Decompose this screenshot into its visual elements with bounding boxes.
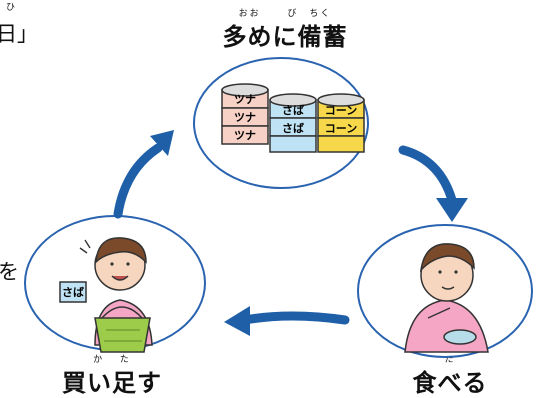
eat-furigana: た [444, 355, 456, 365]
buy-title: 買い足す [62, 369, 162, 397]
saba-label-2: さば [282, 121, 304, 135]
eat-title: 食べる [412, 369, 488, 397]
left-fragment-top-text: 日」 [0, 22, 38, 46]
stockpile-furigana: おお び ちく [238, 9, 332, 19]
arrow-buy-to-stock [113, 130, 174, 219]
tuna-can-stack: ツナ ツナ ツナ [221, 83, 269, 145]
buy-label: か た 買い足す [52, 352, 172, 398]
left-fragment-furigana: ひ [6, 3, 16, 13]
arrow-stock-to-eat [398, 145, 468, 222]
eating-person-illustration [404, 243, 489, 353]
saba-can-stack: さば さば [269, 93, 317, 153]
left-fragment-mid-text: を [0, 260, 19, 284]
eat-label: た 食べる [400, 352, 500, 398]
stockpile-label: おお び ちく 多めに備蓄 [210, 6, 360, 52]
buy-furigana: か た [93, 355, 131, 365]
corn-can-stack: コーン コーン [317, 93, 365, 153]
tuna-label-1: ツナ [234, 93, 256, 106]
held-can-label: さば [62, 285, 84, 299]
corn-label-1: コーン [325, 104, 357, 117]
arrow-eat-to-buy [224, 306, 350, 336]
shopping-person-illustration: さば [59, 237, 153, 353]
tuna-label-2: ツナ [234, 111, 256, 124]
cans-illustration: ツナ ツナ ツナ さば さば コーン コーン [221, 83, 365, 153]
tuna-label-3: ツナ [234, 129, 256, 142]
stockpile-title: 多めに備蓄 [222, 23, 348, 51]
corn-label-2: コーン [325, 122, 357, 135]
saba-label-1: さば [282, 103, 304, 117]
